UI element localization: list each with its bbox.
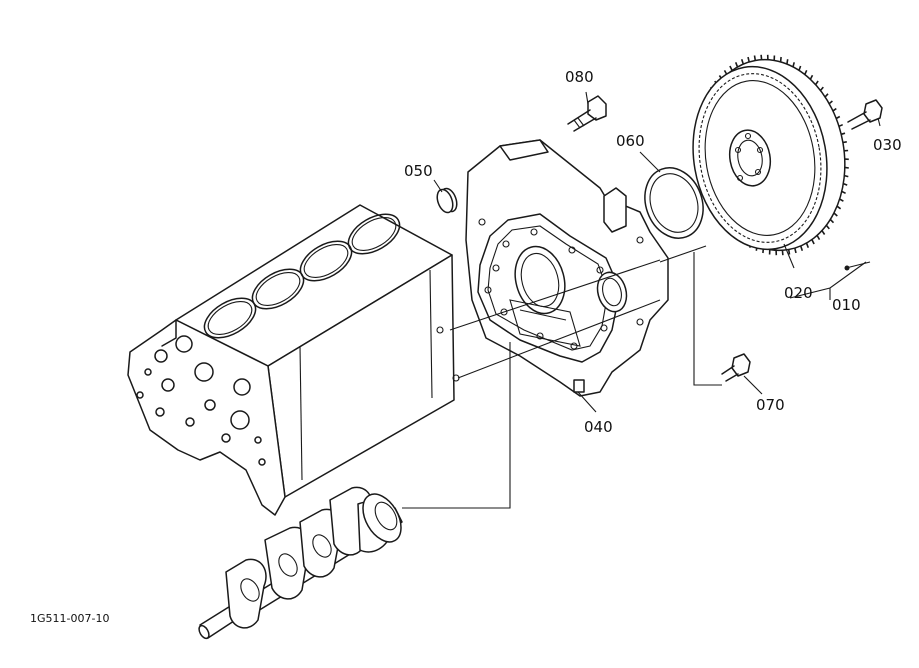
housing-bolt-bottom	[721, 353, 751, 382]
gear-tooth	[811, 239, 815, 245]
gear-tooth	[740, 59, 745, 65]
gear-tooth	[779, 56, 782, 62]
callout-010: 010	[832, 296, 861, 314]
reference-code: 1G511-007-10	[30, 612, 109, 625]
flywheel-bolt	[847, 99, 883, 130]
assembly-lines	[402, 245, 722, 509]
callout-020: 020	[784, 284, 813, 302]
oil-seal	[644, 167, 704, 239]
gear-tooth	[799, 245, 804, 251]
gear-tooth	[760, 54, 763, 60]
gear-tooth	[753, 55, 757, 61]
callout-050: 050	[404, 162, 433, 180]
gear-tooth	[787, 249, 791, 255]
leader-lines	[433, 91, 881, 413]
plug	[436, 187, 458, 214]
engine-block	[127, 204, 460, 516]
gear-tooth	[786, 59, 789, 65]
gear-tooth	[734, 62, 739, 68]
gear-tooth	[729, 65, 733, 71]
crankshaft	[198, 486, 403, 640]
gear-tooth	[809, 74, 814, 80]
callout-060: 060	[616, 132, 645, 150]
callout-040: 040	[584, 418, 613, 436]
flywheel-housing	[465, 139, 669, 397]
flywheel-assembly	[692, 58, 850, 271]
gear-tooth	[805, 242, 810, 248]
callout-labels: 080 050 060 030 020 010 040 070 1G511-00…	[30, 68, 902, 625]
housing-bolt-top	[567, 95, 607, 132]
gear-tooth	[781, 250, 784, 256]
gear-tooth	[816, 235, 821, 240]
callout-070: 070	[756, 396, 785, 414]
gear-tooth	[794, 247, 797, 254]
gear-tooth	[804, 69, 808, 75]
callout-030: 030	[873, 136, 902, 154]
callout-080: 080	[565, 68, 594, 86]
gear-tooth	[747, 56, 750, 63]
